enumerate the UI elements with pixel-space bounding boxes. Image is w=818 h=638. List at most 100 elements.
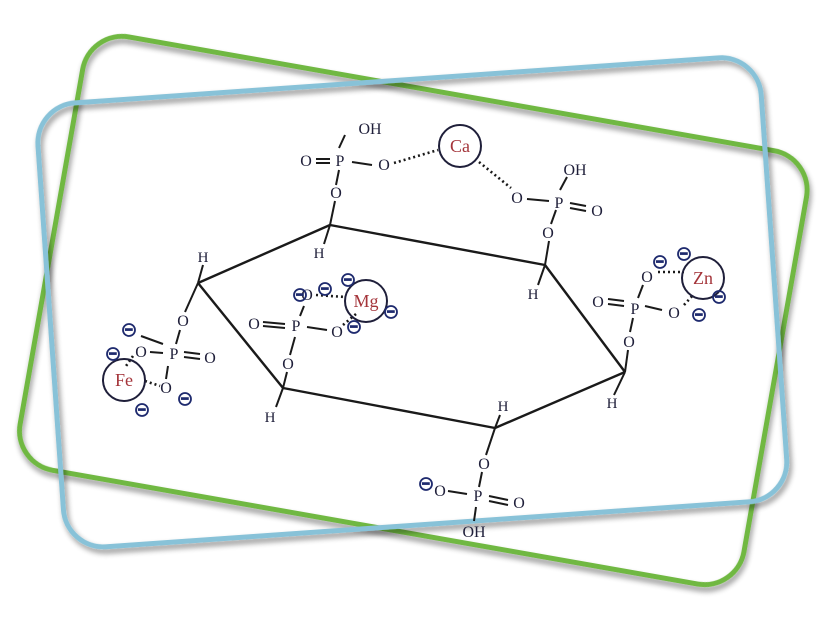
zinc-ion: Zn	[681, 256, 725, 300]
oxygen-label: O	[668, 305, 680, 322]
svg-text:−: −	[321, 281, 328, 296]
oxygen-label: O	[641, 269, 653, 286]
negative-charges: − − − − − − − − − − − − − −	[106, 245, 726, 492]
hydrogen-label: H	[314, 246, 325, 262]
hydrogen-label: H	[607, 396, 618, 412]
oxygen-label: O	[331, 324, 343, 341]
ring-bond	[197, 282, 284, 389]
svg-text:−: −	[387, 304, 394, 319]
oxygen-label: O	[282, 356, 294, 373]
zinc-label: Zn	[693, 268, 713, 288]
svg-text:−: −	[125, 322, 132, 337]
bond	[275, 387, 284, 408]
substituent-bonds	[140, 134, 663, 522]
bond	[478, 471, 483, 488]
charge: −	[692, 306, 706, 323]
bond	[569, 202, 587, 207]
magnesium-label: Mg	[353, 291, 378, 311]
inositol-ring	[197, 223, 626, 430]
svg-text:−: −	[422, 476, 429, 491]
bond	[559, 176, 568, 191]
bond	[613, 371, 626, 396]
atom-labels: H O P OH O O H O P OH O O H O P O O O H …	[135, 121, 680, 541]
bond	[485, 427, 496, 456]
charge: −	[106, 345, 120, 362]
bond	[537, 264, 546, 286]
oxygen-label: O	[301, 287, 313, 304]
oxygen-label: O	[330, 185, 342, 202]
bond	[338, 134, 346, 149]
ionic-interactions	[124, 148, 695, 388]
bond	[289, 336, 296, 356]
svg-text:−: −	[695, 307, 702, 322]
decorative-frames	[17, 33, 810, 588]
bond	[488, 495, 509, 501]
bond	[183, 351, 201, 355]
bond	[473, 506, 477, 522]
ionic-bond	[124, 355, 135, 367]
bond	[494, 414, 501, 429]
svg-text:−: −	[138, 402, 145, 417]
bond	[351, 161, 373, 166]
oxygen-label: O	[135, 344, 147, 361]
svg-text:−: −	[680, 246, 687, 261]
hydrogen-label: H	[498, 399, 509, 415]
charge: −	[135, 401, 149, 418]
bond	[262, 325, 286, 329]
metal-ions: Ca Mg Zn Fe	[102, 124, 725, 402]
oxygen-label: O	[378, 157, 390, 174]
iron-ion: Fe	[102, 358, 146, 402]
svg-text:−: −	[656, 254, 663, 269]
magnesium-ring	[344, 279, 388, 323]
phosphorus-label: P	[474, 488, 483, 505]
oxygen-label: O	[300, 153, 312, 170]
oxygen-label: O	[592, 294, 604, 311]
bond	[329, 200, 336, 226]
bond	[607, 298, 625, 302]
bond	[447, 490, 468, 495]
svg-text:−: −	[715, 289, 722, 304]
charge: −	[384, 303, 398, 320]
calcium-ring	[438, 124, 482, 168]
bond	[629, 317, 634, 333]
charge: −	[293, 286, 307, 303]
phosphorus-label: P	[336, 153, 345, 170]
ionic-bond	[393, 148, 439, 165]
oxygen-label: O	[623, 334, 635, 351]
oxygen-label: O	[542, 225, 554, 242]
phosphorus-label: P	[555, 195, 564, 212]
bond	[544, 240, 550, 266]
bond	[624, 349, 629, 373]
hydrogen-label: H	[265, 410, 276, 426]
bond	[550, 209, 557, 225]
blue-frame	[35, 55, 790, 550]
oxygen-label: O	[511, 190, 523, 207]
bond	[569, 207, 587, 212]
hydrogen-label: H	[198, 250, 209, 266]
charge: −	[419, 475, 433, 492]
svg-text:−: −	[350, 319, 357, 334]
oxygen-label: O	[177, 313, 189, 330]
bond	[306, 326, 328, 331]
bond	[140, 335, 164, 345]
bond	[607, 303, 625, 307]
bond	[149, 351, 164, 354]
oxygen-label: O	[591, 203, 603, 220]
bond	[183, 356, 201, 360]
ionic-bond	[478, 160, 512, 190]
bond	[335, 169, 340, 186]
bond	[262, 321, 286, 325]
oxygen-label: O	[204, 350, 216, 367]
iron-label: Fe	[115, 370, 133, 390]
bond	[282, 371, 288, 389]
bond	[184, 282, 199, 313]
zinc-ring	[681, 256, 725, 300]
bond	[488, 500, 509, 506]
bond	[299, 305, 305, 317]
svg-text:−: −	[344, 272, 351, 287]
svg-text:−: −	[109, 346, 116, 361]
oxygen-label: O	[434, 483, 446, 500]
phosphorus-label: P	[292, 318, 301, 335]
